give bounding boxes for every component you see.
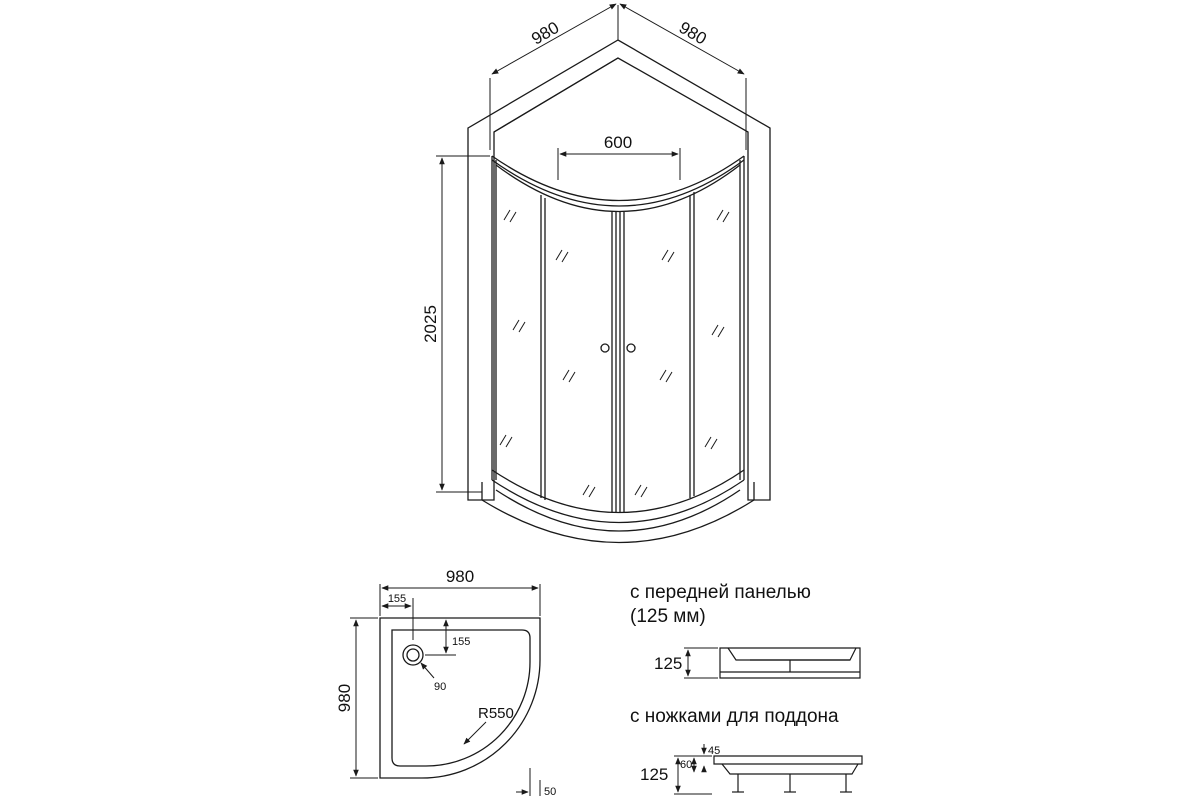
cabin-elevation [467, 39, 771, 544]
drain-offset-x-label: 155 [388, 593, 406, 605]
tray-front [481, 482, 755, 544]
tray-plan-dimensions [350, 584, 541, 796]
drain-offset-y-label: 155 [452, 636, 470, 648]
panel-variant-caption: с передней панелью [630, 582, 811, 603]
panel-variant-section [719, 647, 861, 679]
wall-top-edge-left [493, 57, 619, 133]
tray-outline [379, 617, 541, 779]
legs-tray-height-label: 60 [680, 759, 692, 771]
cabin-height-label: 2025 [421, 305, 440, 343]
tray-radius-label: R550 [478, 705, 514, 722]
drain-diameter-label: 90 [434, 681, 446, 693]
legs-variant-section [713, 755, 863, 793]
elevation-dimensions [436, 3, 747, 493]
legs-rim-height-label: 45 [708, 745, 720, 757]
corner-walls [467, 39, 771, 501]
cabin-width-left-label: 980 [528, 18, 562, 49]
tray-plan [379, 617, 541, 779]
panel-height-label: 125 [654, 654, 682, 673]
legs-height-label: 125 [640, 765, 668, 784]
panel-variant-dimension [684, 647, 718, 679]
tray-width-label: 980 [446, 567, 474, 586]
door-width-label: 600 [604, 133, 632, 152]
glass-reflections [499, 209, 730, 498]
legs-variant-dimensions [674, 744, 712, 795]
cabin-bottom-frame [491, 469, 745, 532]
cabin-width-right-label: 980 [676, 18, 710, 49]
tray-depth-label: 980 [335, 684, 354, 712]
drain-inner [406, 648, 420, 662]
left-door-handle [600, 343, 610, 353]
cabin-top-frame [491, 155, 745, 212]
tray-rim-label: 50 [544, 786, 556, 798]
drain-outer [402, 644, 424, 666]
tray-inner [391, 629, 531, 767]
legs-variant-caption: с ножками для поддона [630, 706, 839, 727]
right-door-handle [626, 343, 636, 353]
panel-variant-caption-sub: (125 мм) [630, 606, 706, 627]
